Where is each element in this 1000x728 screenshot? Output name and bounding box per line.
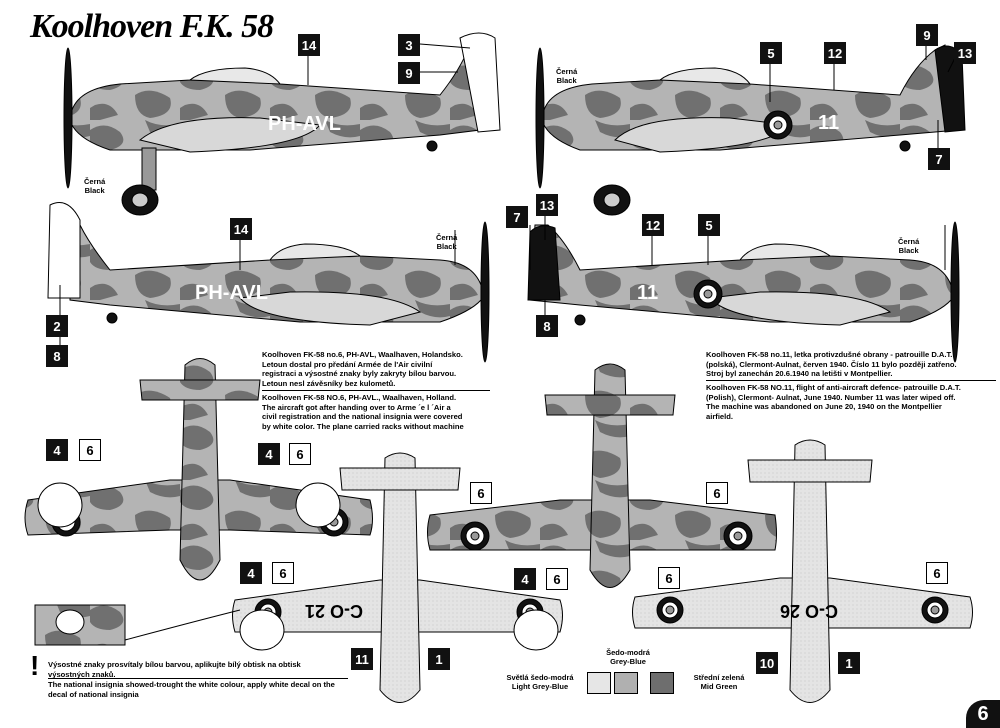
callout-number: 8 (536, 315, 558, 337)
callout-number: 14 (298, 34, 320, 56)
wing-code: C-O 26 (780, 601, 839, 621)
callout-number: 7 (506, 206, 528, 228)
callout-number: 6 (470, 482, 492, 504)
callout-number: 7 (928, 148, 950, 170)
aircraft-number: 11 (637, 282, 659, 304)
callout-number: 11 (351, 648, 373, 670)
note-11-en: Koolhoven FK-58 NO.11, flight of anti-ai… (706, 383, 961, 421)
callout-number: 3 (398, 34, 420, 56)
note-ph-avl-en: Koolhoven FK-58 NO.6, PH-AVL., Waalhaven… (262, 393, 464, 431)
warning-icon: ! (30, 650, 40, 681)
callout-number: 6 (79, 439, 101, 461)
callout-number: 4 (258, 443, 280, 465)
profile-ph-avl-right (47, 202, 490, 363)
callout-number: 10 (756, 652, 778, 674)
callout-number: 6 (546, 568, 568, 590)
legend-swatch-light (587, 672, 611, 694)
callout-number: 6 (926, 562, 948, 584)
callout-number: 5 (698, 214, 720, 236)
note-divider (706, 380, 996, 381)
callout-number: 2 (46, 315, 68, 337)
callout-number: 4 (240, 562, 262, 584)
callout-number: 9 (398, 62, 420, 84)
sheet-title: Koolhoven F.K. 58 (30, 8, 274, 45)
callout-number: 6 (289, 443, 311, 465)
callout-number: 13 (536, 194, 558, 216)
note-ph-avl-cz: Koolhoven FK-58 no.6, PH-AVL, Waalhaven,… (262, 350, 463, 388)
registration-mark: PH-AVL (195, 282, 268, 304)
bottom-view-left (232, 452, 563, 703)
profile-ph-avl-left (63, 32, 501, 216)
callout-number: 6 (706, 482, 728, 504)
aircraft-number: 11 (818, 112, 840, 134)
page-number: 6 (966, 700, 1000, 728)
note-insignia-en: The national insignia showed-trought the… (48, 680, 335, 699)
callout-number: 12 (642, 214, 664, 236)
callout-number: 1 (838, 652, 860, 674)
callout-number: 1 (428, 648, 450, 670)
callout-number: 9 (916, 24, 938, 46)
note-divider (262, 390, 490, 391)
legend-swatch-green (650, 672, 674, 694)
profile-11-right (527, 221, 960, 363)
note-divider (48, 678, 348, 679)
legend-swatch-grey (614, 672, 638, 694)
callout-number: 6 (272, 562, 294, 584)
callout-number: 5 (760, 42, 782, 64)
callout-number: 13 (954, 42, 976, 64)
note-insignia-cz: Výsostné znaky prosvítaly bílou barvou, … (48, 660, 301, 679)
note-11-cz: Koolhoven FK-58 no.11, letka protivzdušn… (706, 350, 957, 379)
callout-number: 12 (824, 42, 846, 64)
insignia-detail (34, 604, 241, 646)
callout-number: 4 (514, 568, 536, 590)
wing-code: C-O 21 (305, 601, 364, 621)
callout-number: 4 (46, 439, 68, 461)
callout-number: 14 (230, 218, 252, 240)
leader-lines (59, 43, 956, 345)
bottom-view-right (632, 439, 973, 703)
callout-number: 8 (46, 345, 68, 367)
top-view-right (427, 363, 777, 588)
registration-mark: PH-AVL (268, 113, 341, 135)
profile-11-left (535, 44, 966, 216)
callout-number: 6 (658, 567, 680, 589)
top-view-left (24, 358, 373, 581)
